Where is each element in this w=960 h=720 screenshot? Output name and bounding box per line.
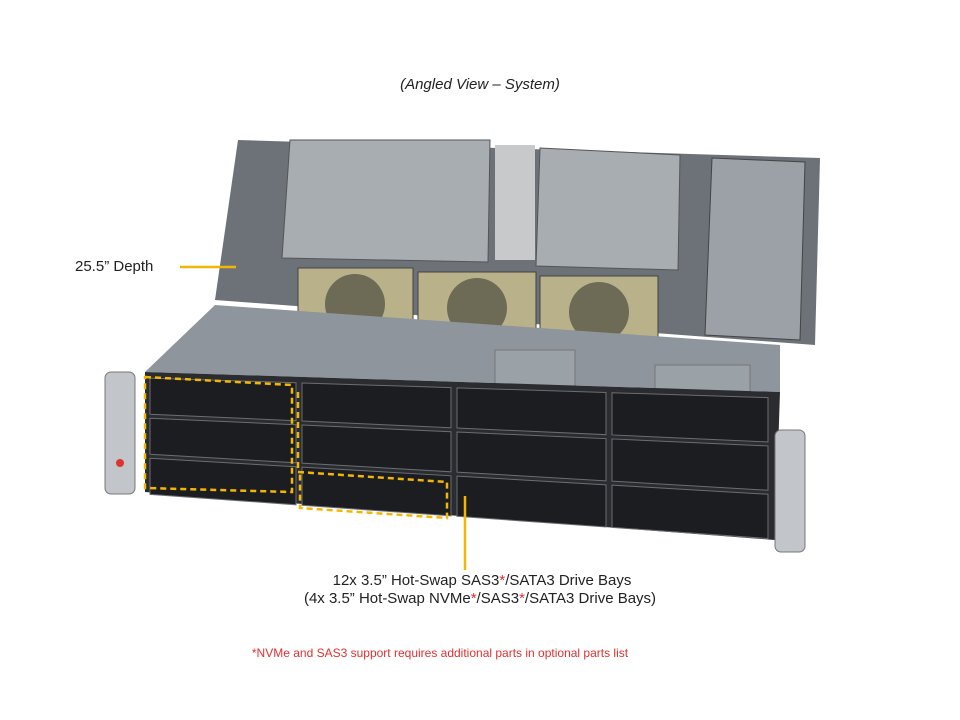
bays-text: 12x 3.5” Hot-Swap SAS3 [332,572,500,589]
view-title: (Angled View – System) [400,76,560,93]
drive-bay[interactable] [456,475,607,528]
top-cover [145,305,780,392]
drive-bay[interactable] [456,431,607,482]
left-ear-handle [104,371,136,495]
bays-text: /SAS3 [476,590,520,607]
riser-cage-left [281,139,491,263]
drive-bay[interactable] [456,387,607,436]
drive-bay[interactable] [301,466,452,517]
power-button[interactable] [116,459,124,467]
drive-bay[interactable] [611,438,769,491]
drive-bay[interactable] [301,382,452,429]
bays-text: (4x 3.5” Hot-Swap NVMe [303,590,471,607]
drive-bay[interactable] [301,424,452,473]
depth-label: 25.5” Depth [75,258,154,275]
drive-bay[interactable] [149,417,297,464]
drive-bays [149,377,769,540]
drive-bay[interactable] [149,457,297,506]
asterisk: * [499,572,506,589]
drive-bay[interactable] [149,377,297,422]
cover-panel [494,349,576,391]
bays-text: /SATA3 Drive Bays [505,572,632,589]
bays-text: /SATA3 Drive Bays) [524,590,657,607]
mesh-panel [495,145,535,260]
power-supply [704,157,806,341]
riser-cage-right [535,147,681,271]
drive-bay[interactable] [611,484,769,540]
right-ear-handle [774,429,806,553]
asterisk: * [470,590,477,607]
asterisk: * [519,590,525,607]
footnote: *NVMe and SAS3 support requires addition… [251,646,629,660]
drive-bay[interactable] [611,392,769,443]
drive-bays-callout: 12x 3.5” Hot-Swap SAS3*/SATA3 Drive Bays… [0,572,960,608]
nvme-bay-highlight [143,375,294,494]
